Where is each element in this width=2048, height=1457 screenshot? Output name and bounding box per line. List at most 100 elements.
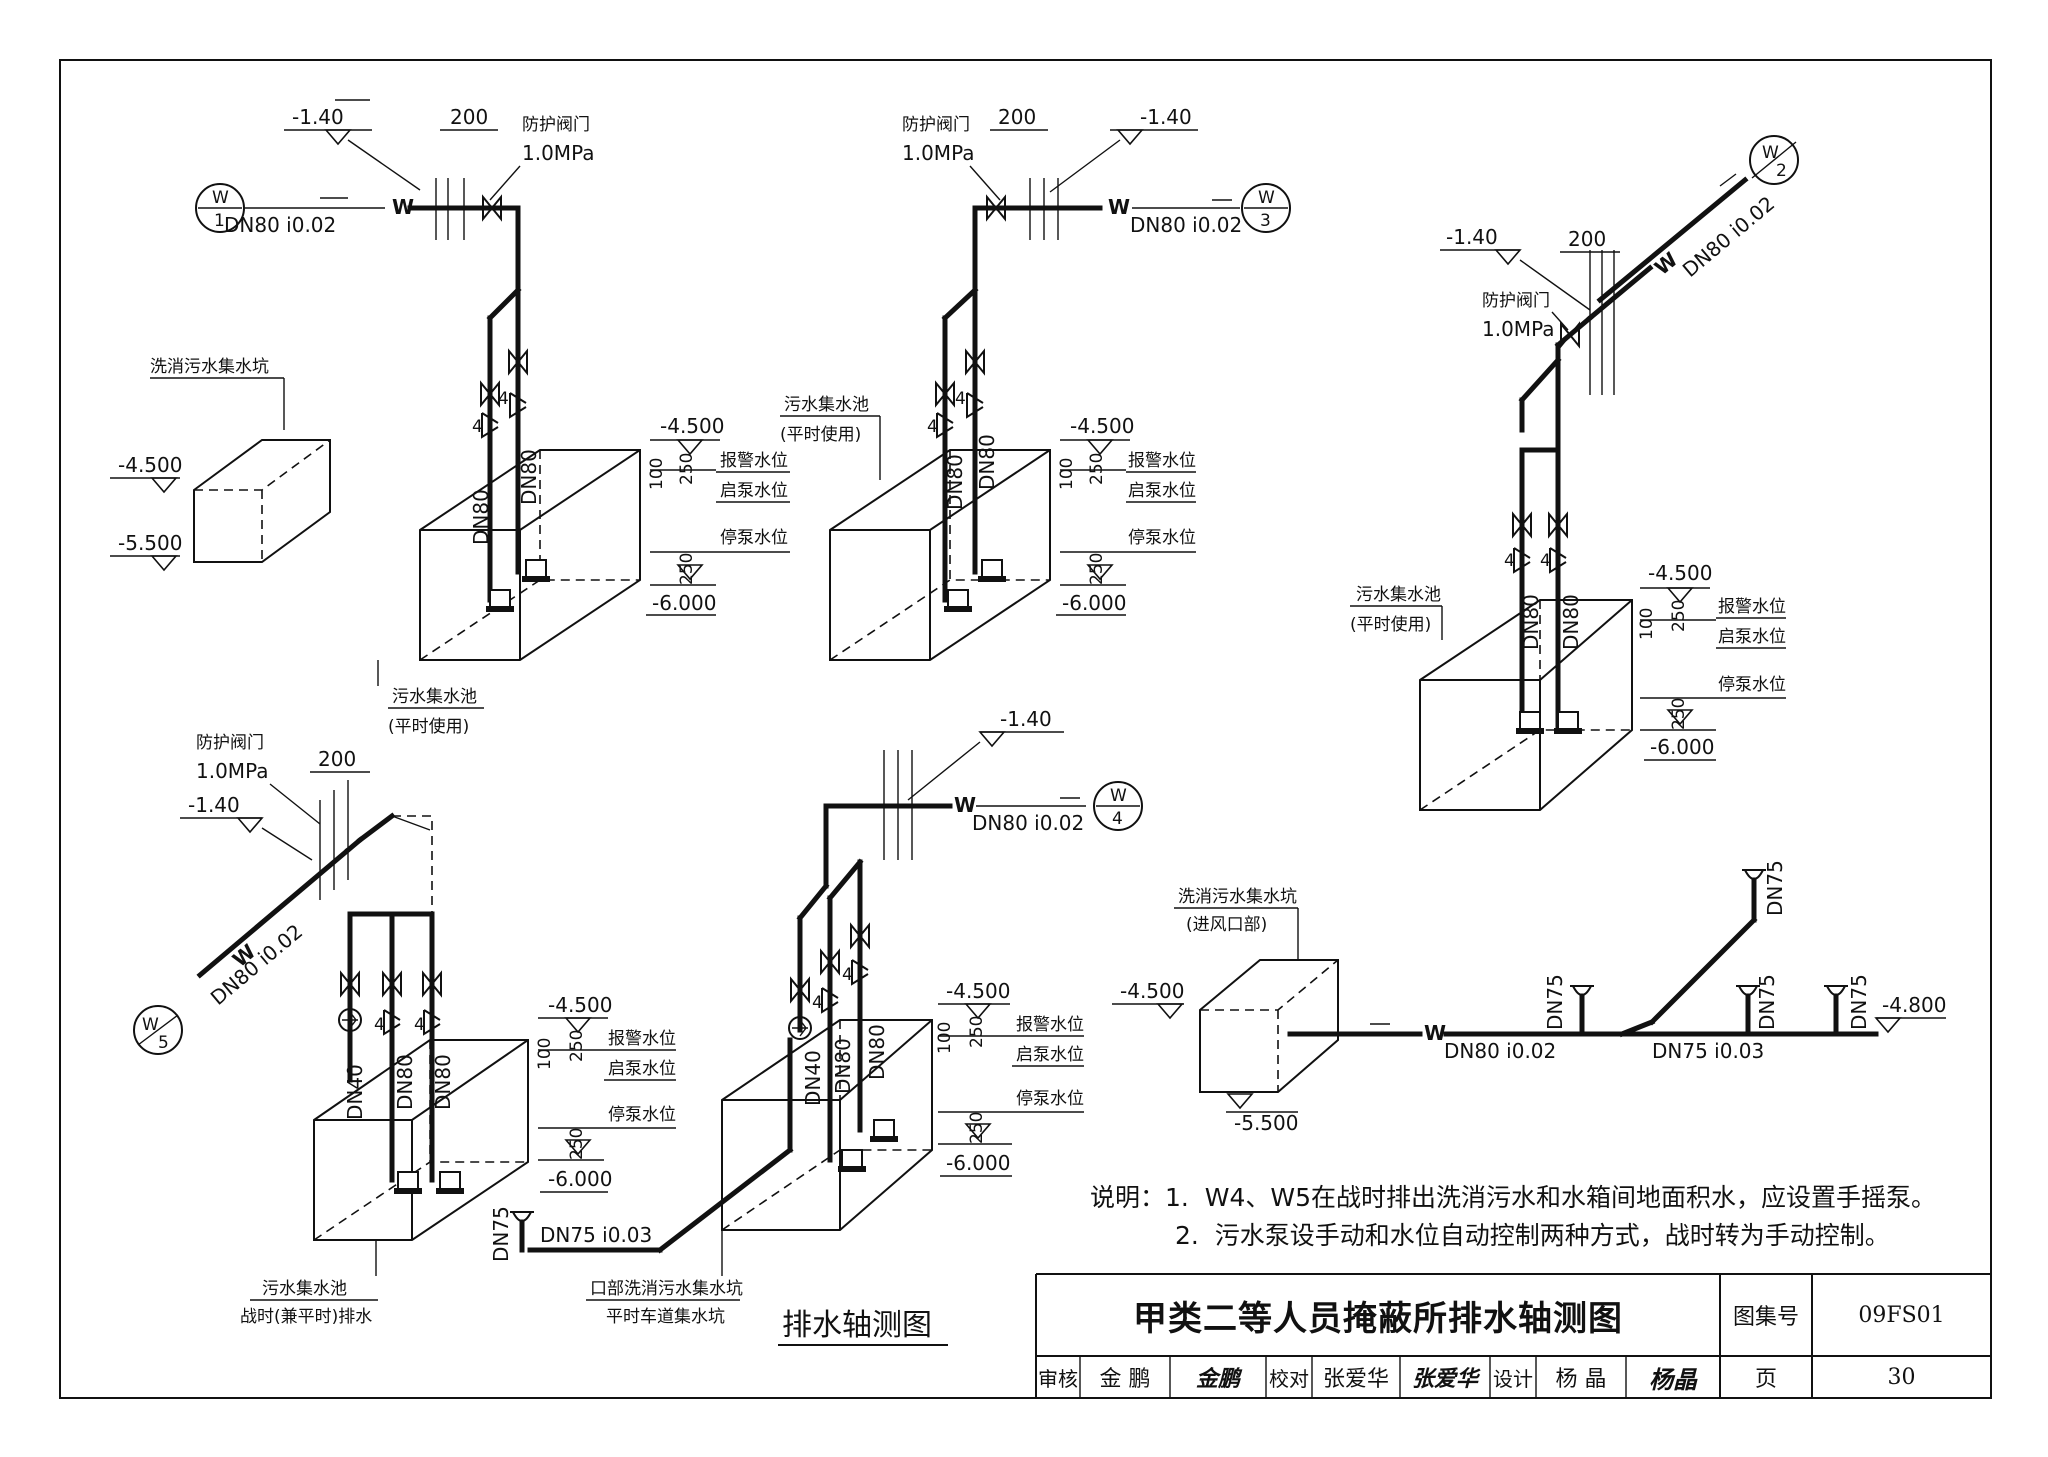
system-w3: 防护阀门 1.0MPa 200 -1.40 W DN80 i0.02 W 3 4… bbox=[780, 105, 1291, 661]
elevation-label: -4.500 bbox=[1120, 979, 1184, 1003]
pipe-size-vertical: DN80 bbox=[1559, 594, 1583, 650]
design-name: 杨 晶 bbox=[1555, 1367, 1607, 1392]
dim-250: 250 bbox=[1087, 453, 1107, 485]
well-symbol-w5 bbox=[133, 1005, 183, 1055]
pipe-size-vertical: DN80 bbox=[1519, 594, 1543, 650]
alarm-level: 报警水位 bbox=[1016, 1015, 1084, 1035]
elevation-label: -5.500 bbox=[1234, 1111, 1298, 1135]
valve-label: 防护阀门 bbox=[522, 115, 590, 135]
check-signature: 张爱华 bbox=[1411, 1367, 1478, 1392]
elevation-label: -6.000 bbox=[946, 1151, 1010, 1175]
valve-pressure-label: 1.0MPa bbox=[1482, 317, 1554, 341]
dim-250: 250 bbox=[1087, 553, 1107, 585]
elevation-label: -6.000 bbox=[652, 591, 716, 615]
pipe-w-mark: W bbox=[1108, 195, 1130, 219]
pipe-spec: DN80 i0.02 bbox=[972, 811, 1084, 835]
page-label: 页 bbox=[1754, 1367, 1777, 1392]
elevation-label: -1.40 bbox=[1140, 105, 1192, 129]
dimension-label: 200 bbox=[318, 747, 356, 771]
valve-label: 防护阀门 bbox=[196, 733, 264, 753]
valve-pressure-label: 1.0MPa bbox=[522, 141, 594, 165]
stop-level: 停泵水位 bbox=[608, 1105, 676, 1125]
dim-250: 250 bbox=[1669, 600, 1689, 632]
check-valve-number: 4 bbox=[927, 417, 938, 437]
elevation-label: -4.500 bbox=[946, 979, 1010, 1003]
wash-pit-label: 洗消污水集水坑 bbox=[150, 357, 269, 377]
system-w2: W 2 DN80 i0.02 W -1.40 200 防护阀门 1.0MPa 4… bbox=[1350, 135, 1799, 811]
sewage-pool-label: 污水集水池 bbox=[1356, 585, 1441, 605]
well-symbol-w2 bbox=[1749, 135, 1799, 185]
pipe-size-vertical: DN80 bbox=[517, 449, 541, 505]
elevation-label: -6.000 bbox=[548, 1167, 612, 1191]
start-level: 启泵水位 bbox=[1016, 1045, 1084, 1065]
check-valve-number: 4 bbox=[1504, 551, 1515, 571]
pipe-w-mark: W bbox=[392, 195, 414, 219]
dim-250: 250 bbox=[1669, 698, 1689, 730]
valve-label: 防护阀门 bbox=[902, 115, 970, 135]
alarm-level: 报警水位 bbox=[1128, 451, 1196, 471]
alarm-level: 报警水位 bbox=[1718, 597, 1786, 617]
check-valve-number: 4 bbox=[842, 965, 853, 985]
pipe-size-vertical: DN80 bbox=[865, 1024, 889, 1080]
elevation-label: -1.40 bbox=[188, 793, 240, 817]
intake-label: (进风口部) bbox=[1186, 915, 1267, 935]
pipe-size-vertical: DN80 bbox=[943, 454, 967, 510]
pipe-size-vertical: DN80 bbox=[975, 434, 999, 490]
pipe-size-vertical: DN75 bbox=[1763, 860, 1787, 916]
pipe-size-vertical: DN75 bbox=[1543, 974, 1567, 1030]
dim-250: 250 bbox=[677, 453, 697, 485]
review-name: 金 鹏 bbox=[1099, 1367, 1151, 1392]
stop-level: 停泵水位 bbox=[1718, 675, 1786, 695]
valve-pressure-label: 1.0MPa bbox=[196, 759, 268, 783]
elevation-label: -4.500 bbox=[1648, 561, 1712, 585]
alarm-level: 报警水位 bbox=[608, 1029, 676, 1049]
elevation-label: -1.40 bbox=[1446, 225, 1498, 249]
drawing-caption: 排水轴测图 bbox=[782, 1308, 932, 1343]
well-w3-number: 3 bbox=[1260, 211, 1271, 231]
elevation-label: -1.40 bbox=[292, 105, 344, 129]
notes-line-1: 说明：1. W4、W5在战时排出洗消污水和水箱间地面积水，应设置手摇泵。 bbox=[1090, 1183, 1936, 1212]
check-name: 张爱华 bbox=[1322, 1367, 1389, 1392]
stop-level: 停泵水位 bbox=[1128, 528, 1196, 548]
elevation-label: -6.000 bbox=[1650, 735, 1714, 759]
design-label: 设计 bbox=[1493, 1366, 1533, 1391]
elevation-label: -4.500 bbox=[660, 414, 724, 438]
well-w4-number: 4 bbox=[1112, 809, 1123, 829]
atlas-label: 图集号 bbox=[1732, 1305, 1799, 1330]
pipe-spec-rotated: DN80 i0.02 bbox=[206, 919, 307, 1010]
pipe-size-vertical: DN80 bbox=[393, 1054, 417, 1110]
dim-250: 250 bbox=[677, 553, 697, 585]
dim-100: 100 bbox=[535, 1038, 555, 1070]
check-valve-number: 4 bbox=[374, 1015, 385, 1035]
well-w2-letter: W bbox=[1762, 143, 1779, 163]
hand-pump-icon bbox=[338, 1008, 362, 1032]
pipe-spec: DN80 i0.02 bbox=[224, 213, 336, 237]
wash-pit-top-left: 洗消污水集水坑 -4.500 -5.500 bbox=[110, 357, 331, 571]
system-w5: 防护阀门 1.0MPa 200 -1.40 DN80 i0.02 W W 5 bbox=[133, 733, 676, 1327]
dimension-label: 200 bbox=[1568, 227, 1606, 251]
pipe-size-vertical: DN80 bbox=[831, 1038, 855, 1094]
elevation-label: -4.500 bbox=[1070, 414, 1134, 438]
pipe-spec-rotated: DN80 i0.02 bbox=[1678, 191, 1779, 282]
pipe-spec: DN80 i0.02 bbox=[1130, 213, 1242, 237]
stop-level: 停泵水位 bbox=[720, 528, 788, 548]
garage-pit-label: 平时车道集水坑 bbox=[606, 1307, 725, 1327]
pipe-size-vertical: DN75 bbox=[1847, 974, 1871, 1030]
sewage-pool-label: 污水集水池 bbox=[392, 687, 477, 707]
peacetime-label: (平时使用) bbox=[1350, 614, 1431, 635]
dim-100: 100 bbox=[935, 1022, 955, 1054]
design-signature: 杨晶 bbox=[1649, 1365, 1697, 1394]
peacetime-label: (平时使用) bbox=[388, 716, 469, 737]
well-w4-letter: W bbox=[1110, 786, 1127, 806]
well-w5-letter: W bbox=[142, 1015, 159, 1035]
pipe-w-mark: W bbox=[1424, 1021, 1446, 1045]
dimension-label: 200 bbox=[450, 105, 488, 129]
stop-level: 停泵水位 bbox=[1016, 1089, 1084, 1109]
hand-pump-icon bbox=[788, 1016, 812, 1040]
wash-pit-label: 洗消污水集水坑 bbox=[1178, 887, 1297, 907]
pipe-size-vertical: DN40 bbox=[801, 1050, 825, 1106]
drawing-title: 甲类二等人员掩蔽所排水轴测图 bbox=[1133, 1298, 1623, 1339]
well-w1-letter: W bbox=[212, 188, 229, 208]
page-number: 30 bbox=[1887, 1364, 1916, 1390]
notes-line-2: 2. 污水泵设手动和水位自动控制两种方式，战时转为手动控制。 bbox=[1175, 1221, 1890, 1250]
